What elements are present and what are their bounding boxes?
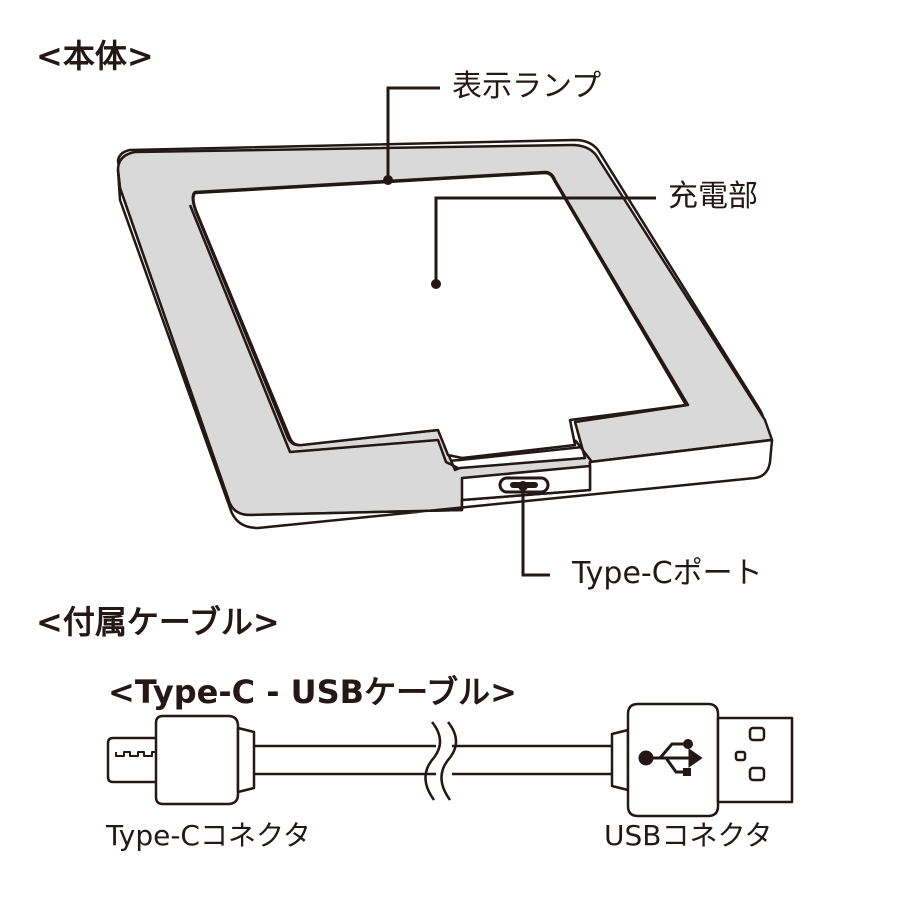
type-c-plug-tip [106, 736, 172, 784]
label-charging-area: 充電部 [668, 179, 758, 214]
charging-surface [192, 171, 688, 460]
label-type-c-connector: Type-Cコネクタ [106, 819, 311, 852]
heading-main-unit: <本体> [36, 37, 154, 75]
heading-accessory-cable: <付属ケーブル> [36, 603, 280, 641]
usb-a-plug-tip [716, 716, 794, 804]
type-c-strain-relief [236, 726, 256, 794]
usb-cable [106, 702, 794, 818]
usb-trident-icon [638, 739, 703, 776]
charging-pad [116, 138, 774, 530]
inner-step-left [188, 204, 459, 470]
label-indicator-lamp: 表示ランプ [452, 69, 602, 104]
usb-strain-relief [610, 728, 630, 792]
pad-side-face [116, 168, 774, 530]
type-c-housing [154, 714, 240, 806]
usb-housing [626, 702, 720, 818]
leader-lines [386, 86, 656, 577]
label-type-c-port: Type-Cポート [572, 556, 763, 591]
heading-type-c-usb-cable: <Type-C - USBケーブル> [108, 673, 517, 711]
leader-indicator-lamp [386, 86, 440, 180]
leader-dots [383, 175, 528, 491]
cable-break-mark [424, 721, 442, 801]
label-usb-connector: USBコネクタ [604, 819, 773, 852]
leader-charging-area [434, 196, 656, 282]
leader-type-c-port [521, 486, 550, 577]
